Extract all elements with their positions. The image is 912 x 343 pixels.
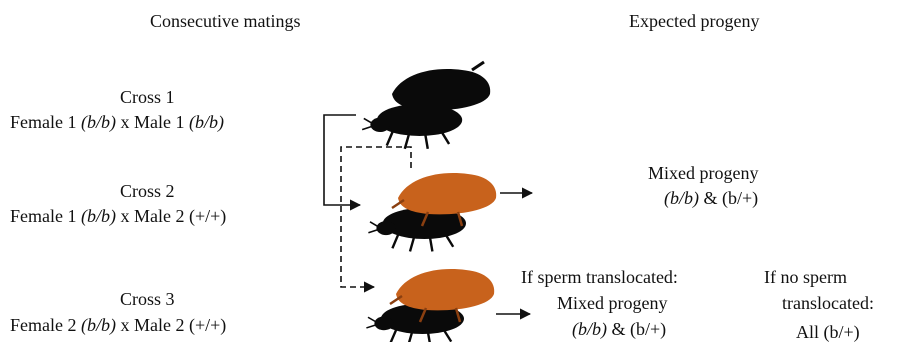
cross-2-beetle-pair-icon [368,173,496,251]
solid-connector-arrow [324,115,360,205]
cross-1-beetle-pair-icon [362,62,490,149]
cross-3-beetle-pair-icon [366,269,494,342]
